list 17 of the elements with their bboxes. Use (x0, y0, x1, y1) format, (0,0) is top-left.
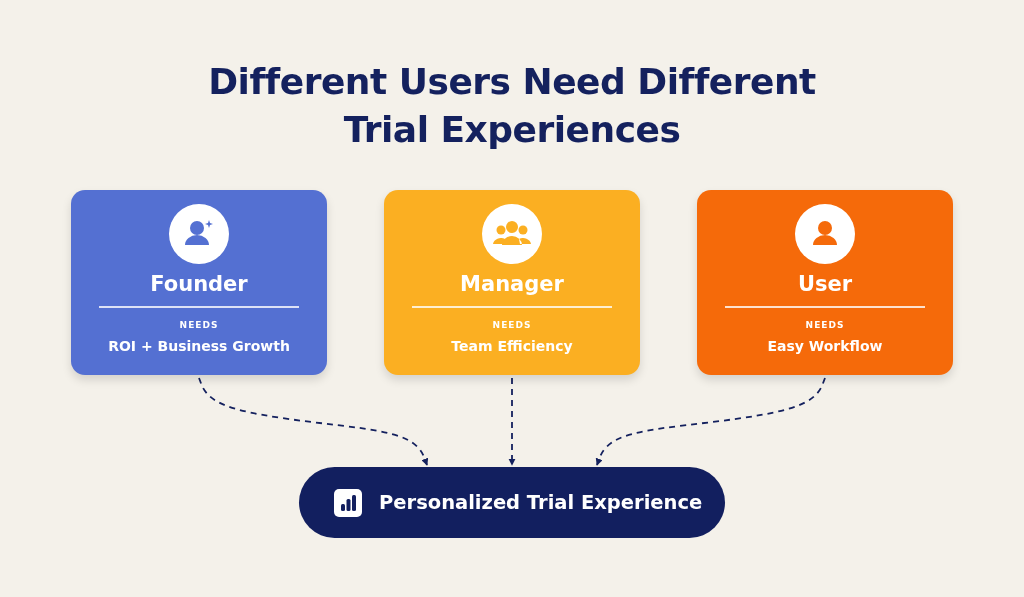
persona-title: User (796, 272, 854, 296)
persona-title: Manager (459, 272, 565, 296)
node-label: Personalized Trial Experience (379, 491, 703, 514)
needs-text: ROI + Business Growth (107, 338, 291, 354)
dashed-arrow (508, 377, 516, 466)
needs-text: Team Efficiency (450, 338, 574, 354)
dashed-arrow (595, 377, 826, 466)
dashed-arrow (198, 377, 429, 466)
persona-card (384, 190, 640, 375)
section-label: NEEDS (804, 320, 846, 330)
section-label: NEEDS (491, 320, 533, 330)
needs-text: Easy Workflow (766, 338, 884, 354)
title: Different Users Need Different Trial Experiences (207, 60, 817, 152)
persona-card (71, 190, 327, 375)
persona-title: Founder (149, 272, 249, 296)
persona-card (697, 190, 953, 375)
section-label: NEEDS (178, 320, 220, 330)
